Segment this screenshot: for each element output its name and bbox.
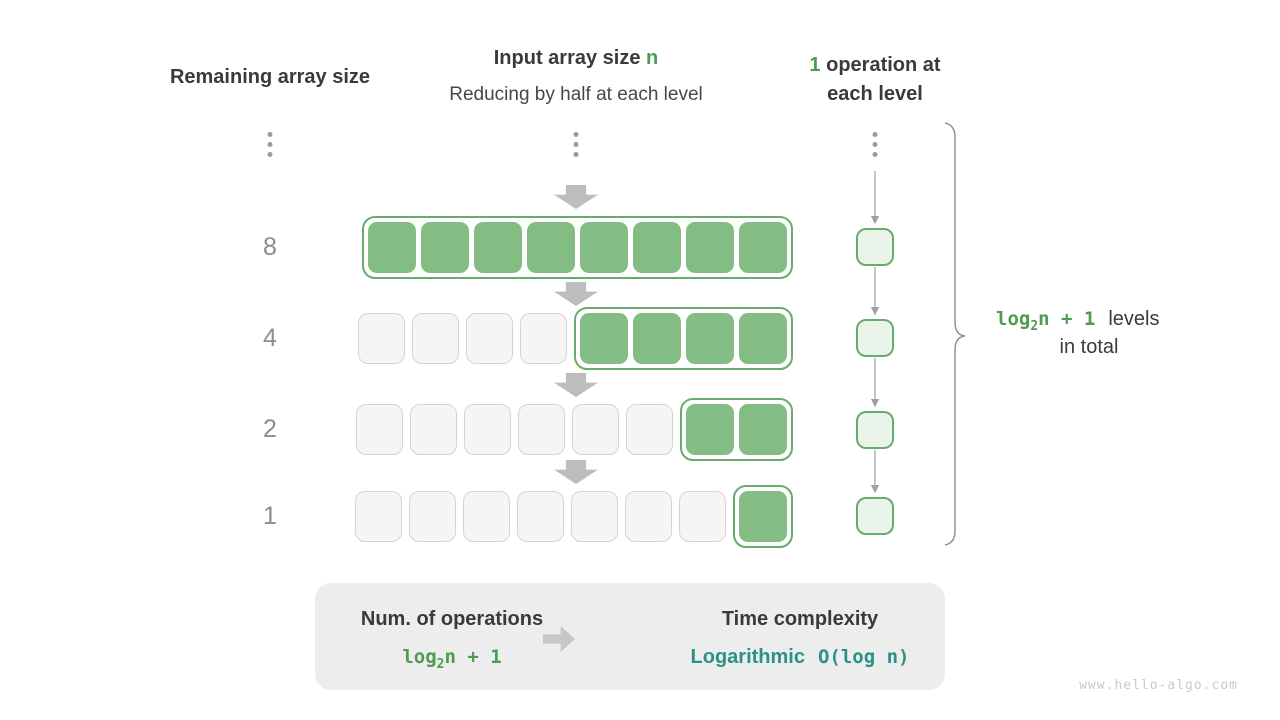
array-cell-active — [421, 222, 469, 273]
array-cell-excluded — [463, 491, 510, 542]
active-subarray-group — [362, 216, 793, 279]
array-cell-excluded — [625, 491, 672, 542]
down-arrow-icon — [554, 185, 598, 209]
array-cell-excluded — [355, 491, 402, 542]
array-cell-excluded — [626, 404, 673, 455]
array-cell-active — [633, 313, 681, 364]
array-row — [356, 398, 793, 461]
array-cell-active — [686, 222, 734, 273]
ellipsis-dots-center — [573, 132, 579, 157]
input-array-size-text: Input array size — [493, 47, 647, 69]
ellipsis-dots-right — [872, 132, 878, 157]
down-arrow-icon — [554, 373, 598, 397]
operation-box — [856, 319, 894, 357]
reducing-subtitle: Reducing by half at each level — [449, 84, 703, 105]
array-row — [358, 307, 793, 370]
array-cell-excluded — [520, 313, 567, 364]
remaining-size-label: 4 — [263, 324, 277, 352]
ellipsis-dots-left — [267, 132, 273, 157]
array-cell-excluded — [410, 404, 457, 455]
curly-brace — [944, 122, 966, 546]
operation-header-line2: each level — [827, 83, 923, 105]
num-operations-title: Num. of operations — [360, 608, 544, 630]
array-row — [362, 216, 793, 279]
active-subarray-group — [574, 307, 793, 370]
array-cell-excluded — [679, 491, 726, 542]
excluded-cells-group — [355, 491, 726, 542]
array-cell-active — [580, 222, 628, 273]
array-cell-excluded — [572, 404, 619, 455]
array-cell-active — [686, 313, 734, 364]
down-arrow-icon — [554, 282, 598, 306]
excluded-cells-group — [356, 404, 673, 455]
array-cell-active — [527, 222, 575, 273]
array-cell-excluded — [517, 491, 564, 542]
remaining-array-size-header: Remaining array size — [169, 66, 371, 88]
array-cell-active — [739, 491, 787, 542]
big-o-notation: O(log n) — [817, 646, 910, 668]
array-cell-excluded — [518, 404, 565, 455]
operation-box — [856, 228, 894, 266]
operation-header-line1: 1 operation at — [809, 54, 941, 76]
array-cell-excluded — [409, 491, 456, 542]
array-cell-active — [580, 313, 628, 364]
array-cell-active — [633, 222, 681, 273]
in-total-word: in total — [1059, 336, 1119, 358]
array-cell-active — [686, 404, 734, 455]
array-cell-active — [368, 222, 416, 273]
log2n-plus-1-formula: log2n + 1 — [996, 308, 1096, 334]
array-cell-active — [739, 313, 787, 364]
operation-box — [856, 411, 894, 449]
input-array-size-header: Input array size n — [494, 47, 659, 70]
down-arrow-icon — [554, 460, 598, 484]
levels-word: levels — [1108, 308, 1160, 330]
num-operations-formula: log2n + 1 — [402, 646, 502, 672]
array-cell-excluded — [466, 313, 513, 364]
remaining-size-label: 1 — [263, 502, 277, 530]
array-cell-excluded — [358, 313, 405, 364]
operation-count-highlight: 1 — [809, 54, 821, 76]
active-subarray-group — [680, 398, 793, 461]
time-complexity-title: Time complexity — [721, 608, 879, 630]
active-subarray-group — [733, 485, 793, 548]
operation-per-level-header: 1 operation at each level — [809, 51, 940, 109]
time-complexity-value: Logarithmic O(log n) — [691, 646, 910, 669]
array-cell-excluded — [571, 491, 618, 542]
complexity-class-word: Logarithmic — [690, 646, 805, 668]
summary-box — [315, 583, 945, 690]
array-cell-active — [474, 222, 522, 273]
array-cell-excluded — [464, 404, 511, 455]
input-array-size-n: n — [646, 47, 659, 69]
levels-total-annotation: log2n + 1 levels — [996, 308, 1160, 334]
watermark: www.hello-algo.com — [1079, 678, 1238, 693]
array-cell-active — [739, 404, 787, 455]
array-cell-excluded — [412, 313, 459, 364]
excluded-cells-group — [358, 313, 567, 364]
array-row — [355, 485, 793, 548]
operation-box — [856, 497, 894, 535]
array-cell-active — [739, 222, 787, 273]
remaining-size-label: 2 — [263, 415, 277, 443]
remaining-size-label: 8 — [263, 233, 277, 261]
array-cell-excluded — [356, 404, 403, 455]
